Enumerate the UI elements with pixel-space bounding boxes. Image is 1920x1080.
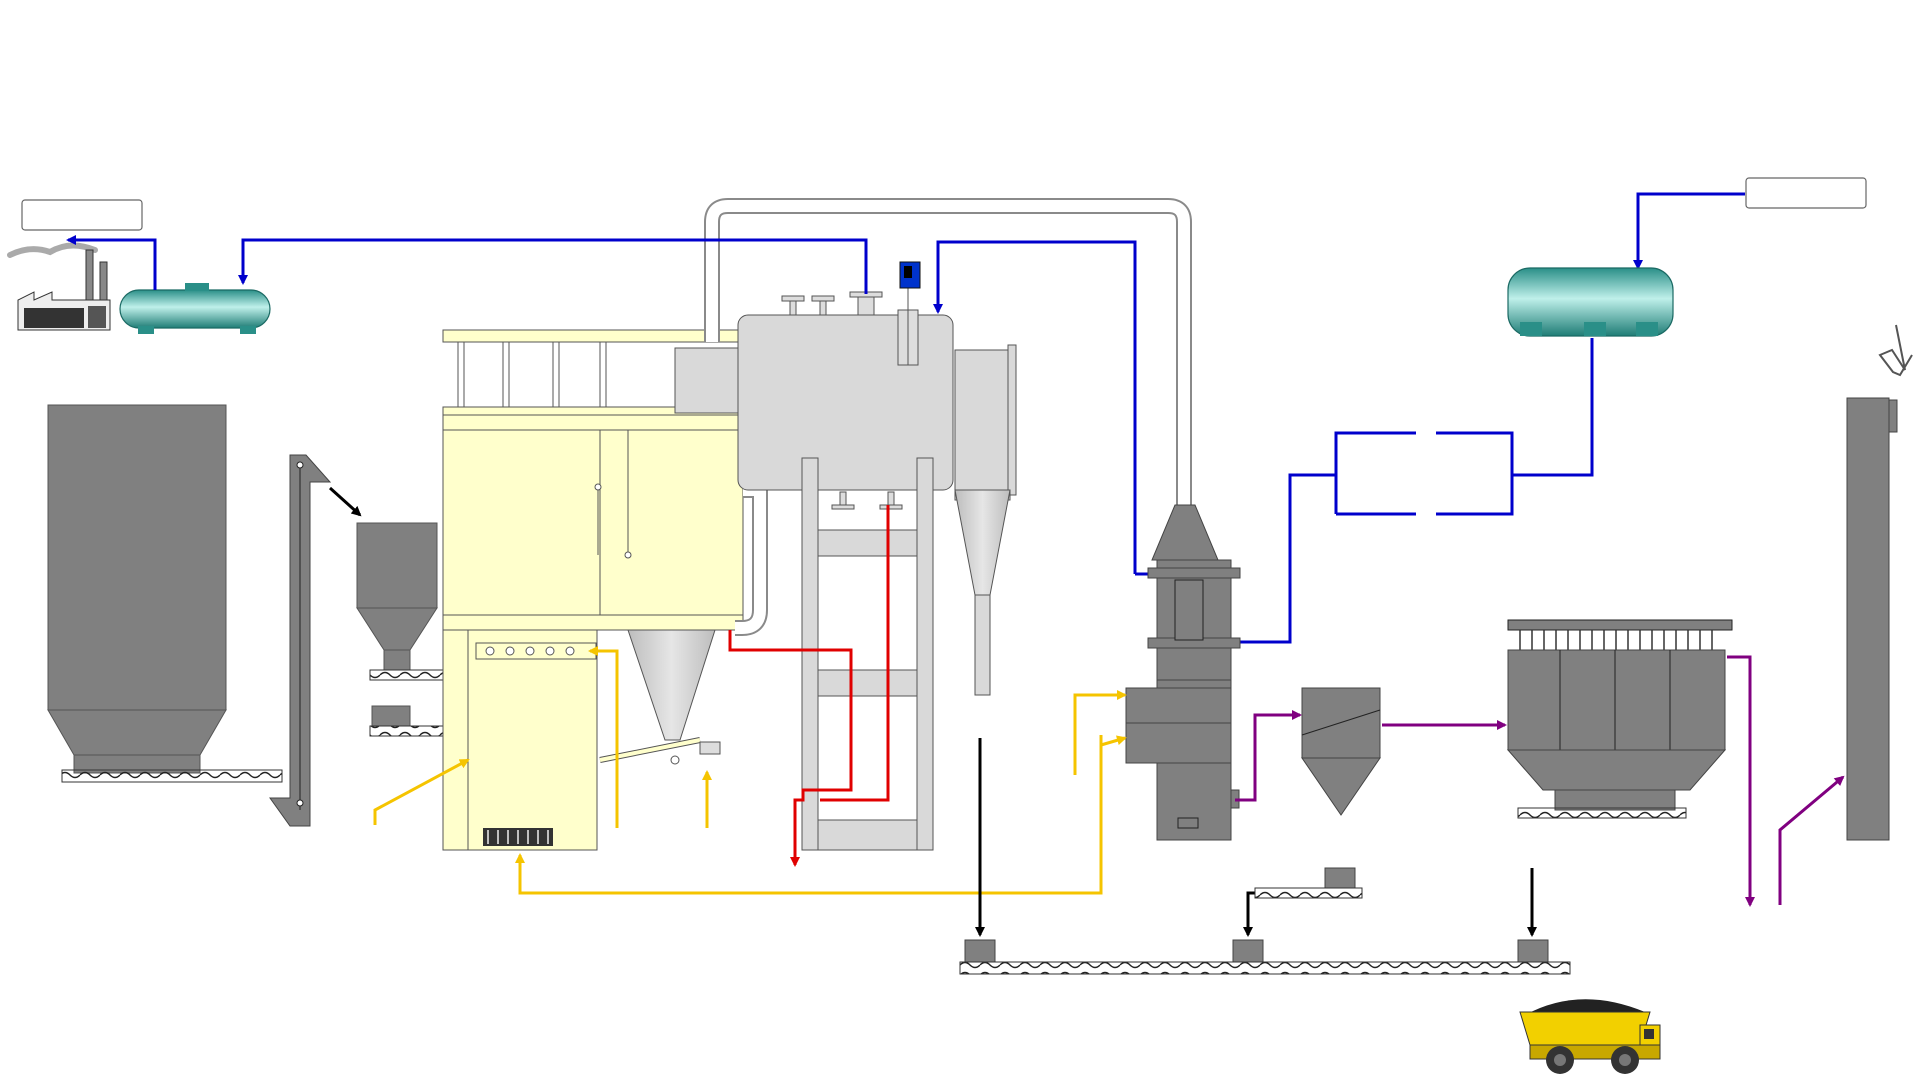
storage-tank-icon <box>119 283 271 334</box>
label-box-top-left <box>21 199 143 231</box>
flow-flue-tower-to-separator <box>1235 710 1302 802</box>
flow-flue-to-chimney <box>1778 775 1845 905</box>
dump-truck-icon <box>1519 999 1661 1074</box>
flow-water-tank-to-factory <box>66 235 157 290</box>
steam-pipe <box>704 198 1192 636</box>
flow-water-loop-to-tank <box>1512 338 1594 477</box>
flow-water-supply <box>1633 192 1745 270</box>
flow-ash-2 <box>1243 891 1255 937</box>
flow-hot-water-2 <box>820 505 890 802</box>
flow-air-return <box>588 646 619 828</box>
bucket-elevator <box>269 454 332 827</box>
boiler-furnace <box>442 614 744 851</box>
flow-water-loop <box>1334 431 1514 516</box>
flow-air-to-grate <box>515 735 1103 895</box>
storage-tank-right <box>1507 267 1674 337</box>
separator-vessel <box>1301 687 1381 816</box>
coal-hopper <box>356 522 438 727</box>
desulfurization-tower <box>1125 504 1241 841</box>
screw-conveyor-bunker <box>61 769 283 783</box>
flow-elevator-to-hopper <box>328 486 362 517</box>
label-box-top-right <box>1745 177 1867 209</box>
flow-air-to-tower-upper <box>1073 690 1127 775</box>
flow-air-to-tower-lower <box>1100 735 1127 747</box>
flow-hot-water-1 <box>728 630 853 867</box>
steam-drum <box>674 261 1017 696</box>
ash-conveyor-small <box>1254 867 1363 899</box>
factory-icon <box>7 242 111 331</box>
bag-filter <box>1506 619 1733 819</box>
flow-water-drum-to-tank <box>238 238 868 294</box>
flow-water-tower-to-drum <box>933 240 1137 574</box>
steel-structure <box>801 457 934 851</box>
chimney-cap-icon <box>1878 324 1913 377</box>
flow-flue-filter-out <box>1727 655 1755 907</box>
boiler-upper-section <box>442 329 744 616</box>
ash-conveyor-main <box>959 939 1571 975</box>
flow-air-to-furnace <box>373 758 470 825</box>
chimney <box>1846 397 1898 841</box>
flow-water-tower-to-loop <box>1230 473 1336 644</box>
coal-bunker <box>47 404 227 774</box>
